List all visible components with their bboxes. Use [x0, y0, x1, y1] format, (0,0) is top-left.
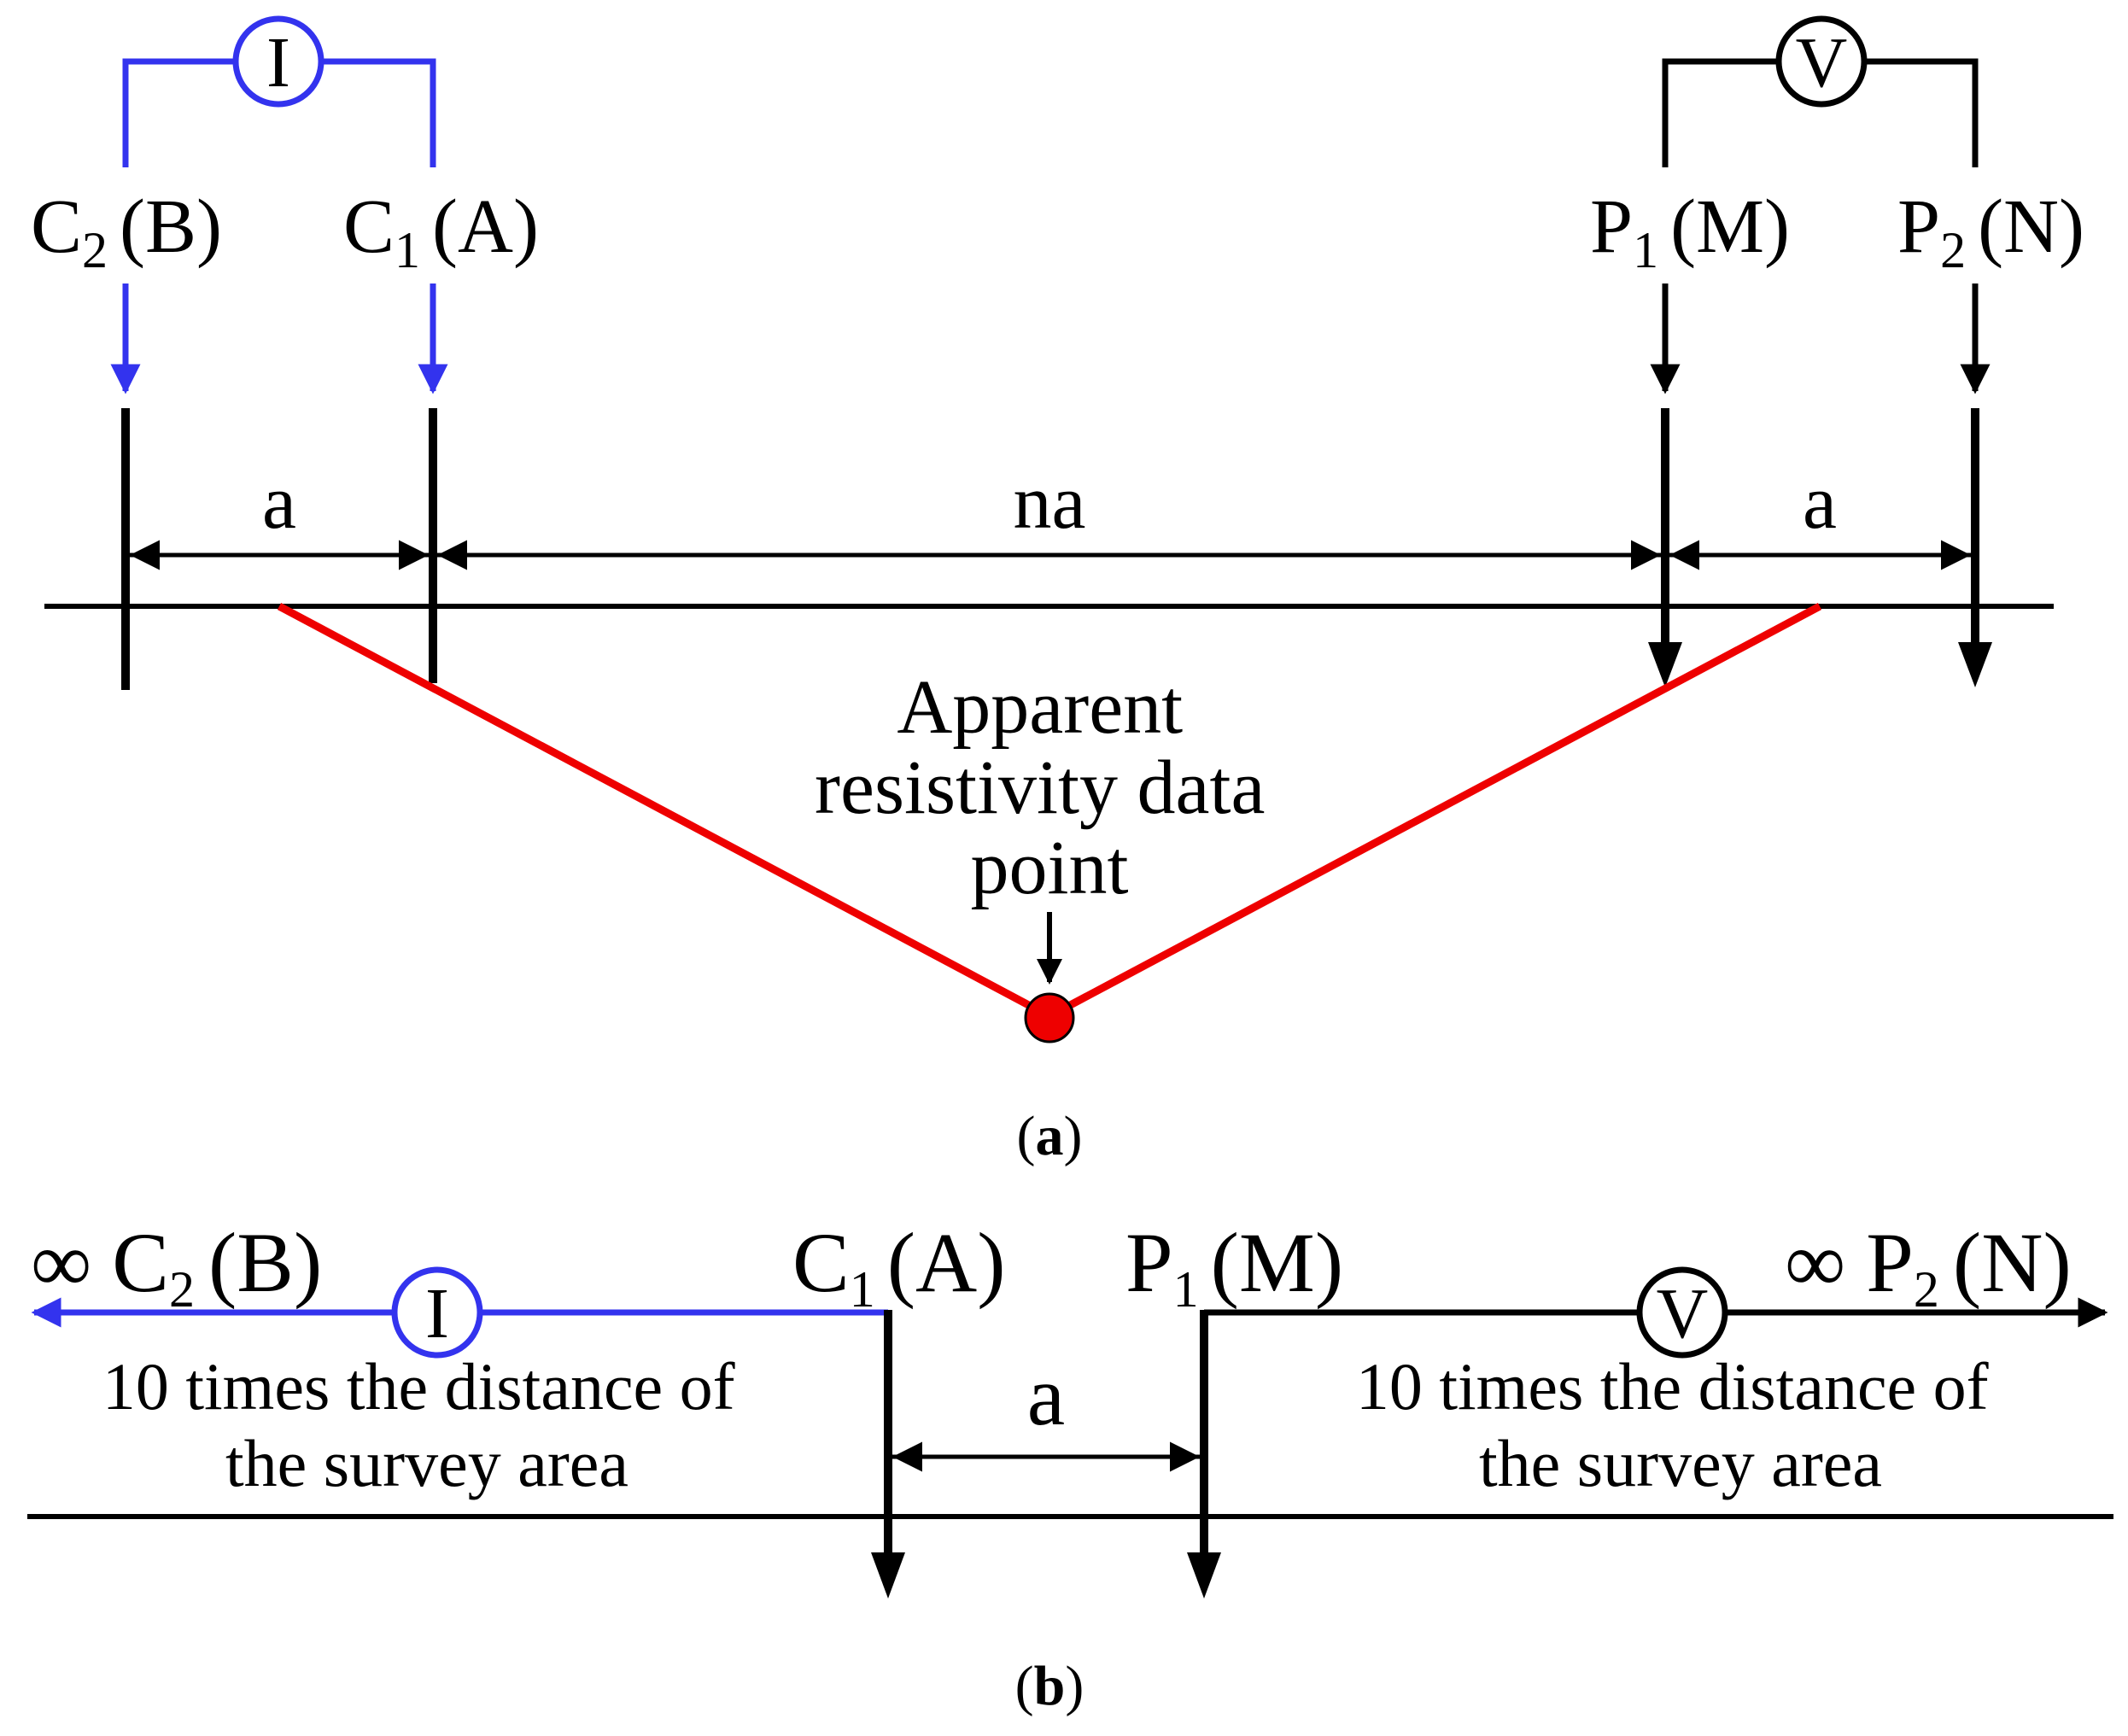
voltage-meter-a: [1775, 15, 1868, 108]
caption-a: (a): [1017, 1105, 1083, 1167]
spacing-label-right-a: a: [1803, 460, 1837, 545]
electrode-c1-tip-b: [871, 1552, 905, 1599]
note-left-b: 10 times the distance of the survey area: [102, 1349, 751, 1500]
current-wire-a-right: [321, 58, 436, 167]
plot-line-right-a: [1047, 603, 1822, 1020]
current-circuit-a: I: [122, 15, 436, 167]
electrode-c2-label-a: C2(B): [31, 184, 222, 278]
electrode-p1-tip-a: [1648, 642, 1682, 687]
current-meter-b: [391, 1266, 483, 1359]
voltage-meter-b-label: V: [1657, 1274, 1709, 1353]
current-meter-a: [232, 15, 324, 108]
plot-line-left-a: [277, 603, 1052, 1020]
electrode-p1-label-a: P1(M): [1590, 184, 1790, 278]
current-meter-a-label: I: [266, 23, 290, 102]
data-point-label-a: Apparent resistivity data point: [815, 665, 1284, 910]
current-meter-b-label: I: [425, 1274, 449, 1353]
electrode-c2-label-b: ∞C2(B): [31, 1215, 322, 1318]
electrode-p2-label-a: P2(N): [1897, 184, 2084, 278]
panel-b: ∞C2(B) C1(A) P1(M) ∞P2(N) I V a 10 tim: [27, 1215, 2113, 1717]
electrode-p2-label-b: ∞P2(N): [1785, 1215, 2072, 1318]
apparent-resistivity-data-point: [1024, 992, 1075, 1043]
electrode-p1-label-b: P1(M): [1125, 1215, 1343, 1318]
electrode-p1-tip-b: [1187, 1552, 1221, 1599]
voltage-wire-a: [1662, 58, 1779, 167]
caption-b: (b): [1015, 1655, 1084, 1717]
spacing-label-b: a: [1027, 1348, 1065, 1443]
electrode-c1-label-a: C1(A): [343, 184, 539, 278]
spacing-label-left-a: a: [262, 460, 296, 545]
note-right-b: 10 times the distance of the survey area: [1356, 1349, 2005, 1500]
electrode-p2-tip-a: [1958, 642, 1992, 687]
electrode-c1-label-b: C1(A): [792, 1215, 1006, 1318]
panel-a: I V C2(B) C1(A) P1(M) P2(N): [31, 15, 2084, 1167]
voltage-meter-a-label: V: [1796, 23, 1848, 102]
voltage-meter-b: [1636, 1266, 1728, 1359]
voltage-circuit-a: V: [1662, 15, 1979, 167]
voltage-wire-a-right: [1864, 58, 1979, 167]
spacing-label-middle-a: na: [1014, 460, 1086, 545]
current-wire-a: [122, 58, 236, 167]
